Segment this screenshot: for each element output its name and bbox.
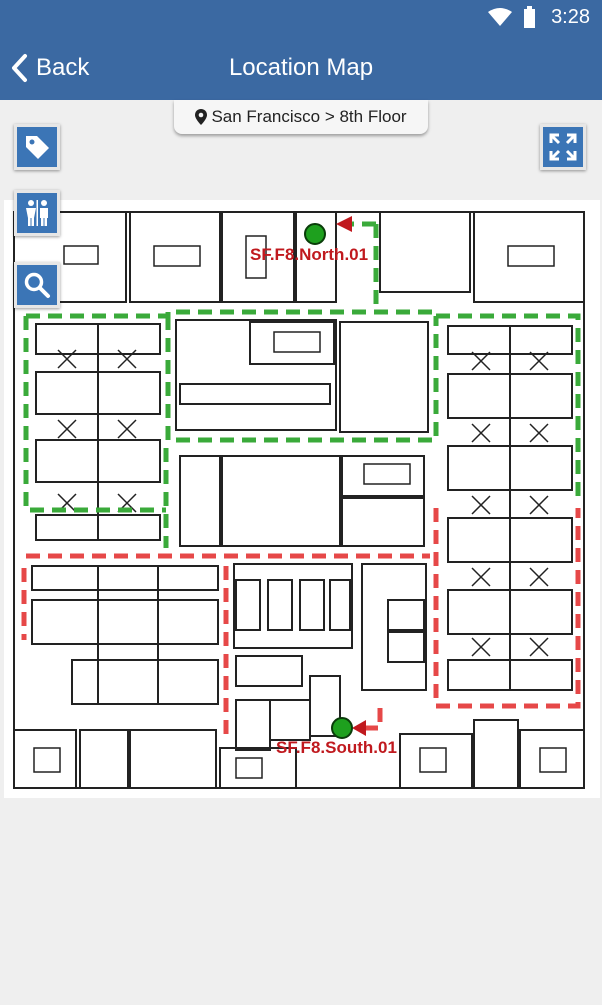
location-breadcrumb-text: San Francisco > 8th Floor (211, 107, 407, 126)
north-zone-outline (23, 221, 581, 548)
north-marker-label: SF.F8.North.01 (250, 245, 368, 264)
nav-bar: Location Map Back (0, 36, 602, 100)
map-canvas (4, 200, 600, 798)
search-button[interactable] (14, 262, 60, 308)
floor-walls (13, 211, 585, 789)
search-icon (24, 272, 50, 298)
restroom-icon (26, 200, 48, 226)
status-bar: 3:28 (0, 0, 602, 36)
furniture (33, 235, 567, 779)
south-zone-outline (21, 508, 581, 734)
expand-icon (549, 133, 577, 161)
status-time: 3:28 (551, 6, 590, 28)
wifi-icon (488, 8, 512, 26)
map-pin-icon (195, 109, 208, 125)
north-arrow-head (336, 216, 352, 232)
tag-icon (26, 136, 49, 159)
restroom-button[interactable] (14, 190, 60, 236)
status-icons (488, 6, 535, 28)
page-title: Location Map (228, 54, 374, 81)
south-arrow-head (352, 720, 366, 736)
south-marker-label: SF.F8.South.01 (276, 738, 397, 757)
back-label: Back (36, 54, 90, 81)
workstations (57, 349, 549, 657)
back-button[interactable]: Back (10, 48, 89, 88)
north-marker-dot (304, 223, 326, 245)
tag-button[interactable] (14, 124, 60, 170)
battery-icon (524, 6, 535, 28)
location-breadcrumb[interactable]: San Francisco > 8th Floor (174, 100, 428, 134)
south-marker-dot (331, 717, 353, 739)
chevron-left-icon (12, 54, 27, 82)
fullscreen-button[interactable] (540, 124, 586, 170)
